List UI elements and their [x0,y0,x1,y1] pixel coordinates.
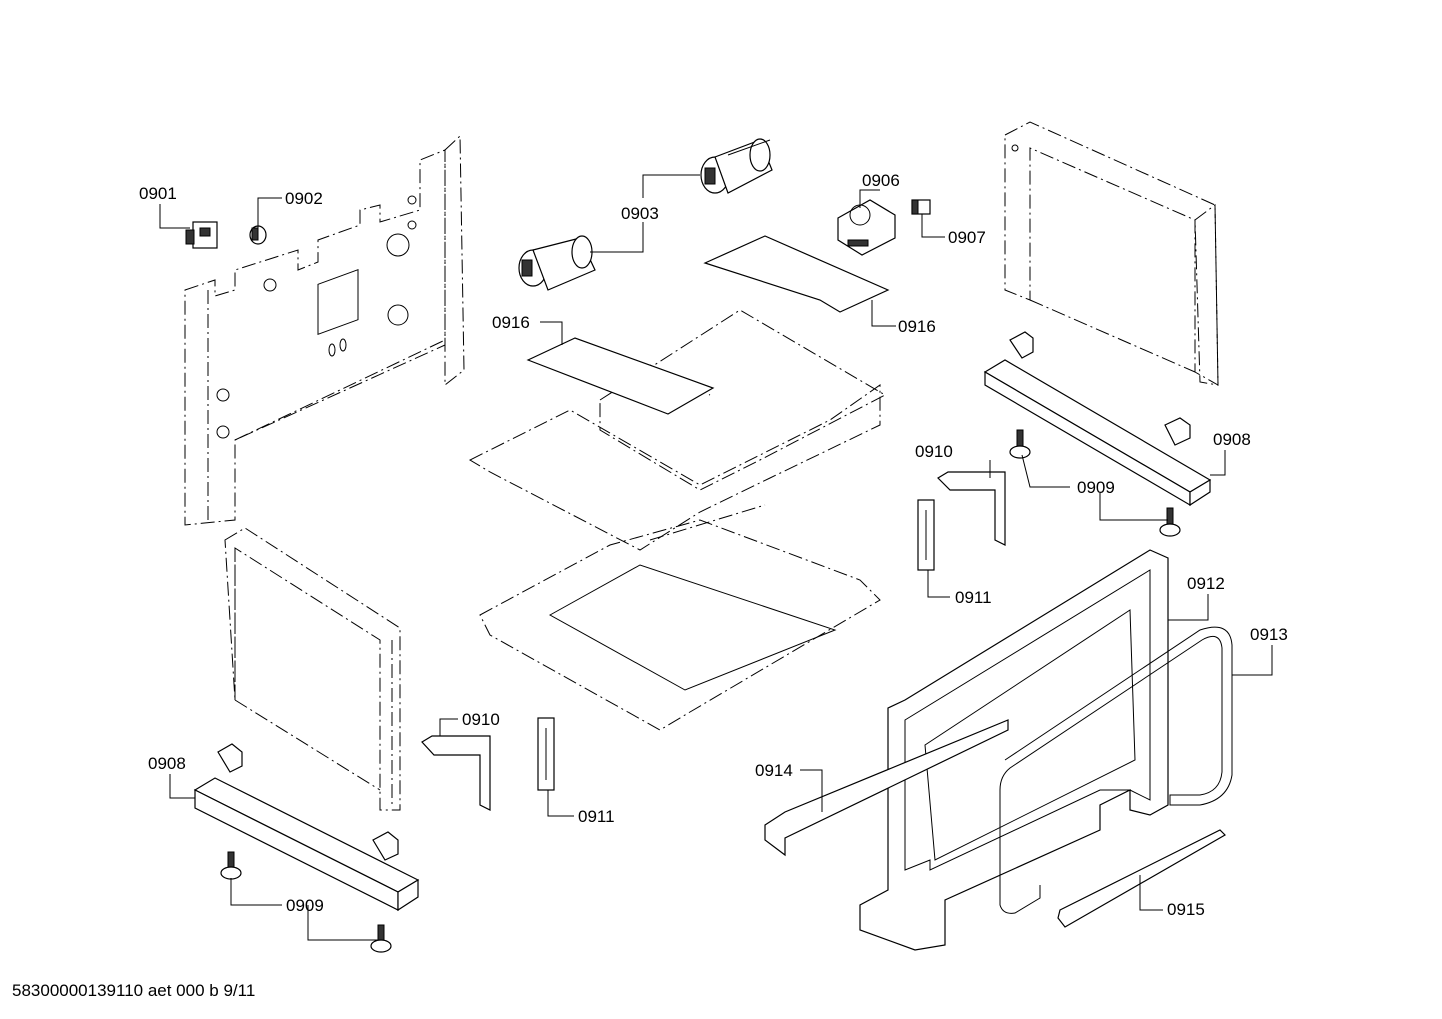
label-0916-right: 0916 [898,317,936,336]
document-id: 58300000139110 aet 000 b 9/11 [12,981,255,1000]
adjustable-foot-left-lower [370,924,392,953]
base-rail-left [193,743,420,912]
label-0909-left: 0909 [286,896,324,915]
fan-motor-lower [518,235,596,291]
left-side-wall-upper [184,134,465,526]
fan-motor-upper [700,138,773,194]
switch-component-0901 [185,221,218,249]
label-0907: 0907 [948,228,986,247]
label-0912: 0912 [1187,574,1225,593]
label-0902: 0902 [285,189,323,208]
adjustable-foot-right-lower [1159,507,1181,537]
door-seal-0913 [999,626,1233,914]
bracket-0910-left [421,735,491,811]
insulation-sheet-right [703,235,890,313]
label-0914: 0914 [755,761,793,780]
leader-lines [159,174,1273,941]
thermostat-component-0902 [249,225,267,245]
label-0915: 0915 [1167,900,1205,919]
label-0908-left: 0908 [148,754,186,773]
side-rail-0915 [1057,829,1226,928]
label-0913: 0913 [1250,625,1288,644]
insulation-sheet-left [526,337,715,415]
label-0901: 0901 [139,184,177,203]
label-0903: 0903 [621,204,659,223]
center-panels [468,309,887,731]
adjustable-foot-right-upper [1009,429,1031,459]
label-0910-right: 0910 [915,442,953,461]
bracket-0910-right [937,471,1006,546]
label-0909-right: 0909 [1077,478,1115,497]
front-frame-0912 [859,549,1169,951]
part-labels: 0901 0902 0903 0906 0907 0916 0916 0908 … [139,171,1288,919]
adjustable-foot-left-upper [220,851,242,880]
label-0908-right: 0908 [1213,430,1251,449]
right-side-wall [1004,121,1219,386]
base-rail-right [983,331,1212,507]
label-0916-left: 0916 [492,313,530,332]
hinge-plate-0911-left [537,717,555,791]
label-0911-left: 0911 [578,807,615,826]
hinge-plate-0911-right [917,499,935,571]
timer-unit-0906 [837,199,896,256]
label-0906: 0906 [862,171,900,190]
left-side-wall-lower [224,527,401,811]
connector-0907 [911,199,931,215]
label-0911-right: 0911 [955,588,992,607]
label-0910-left: 0910 [462,710,500,729]
